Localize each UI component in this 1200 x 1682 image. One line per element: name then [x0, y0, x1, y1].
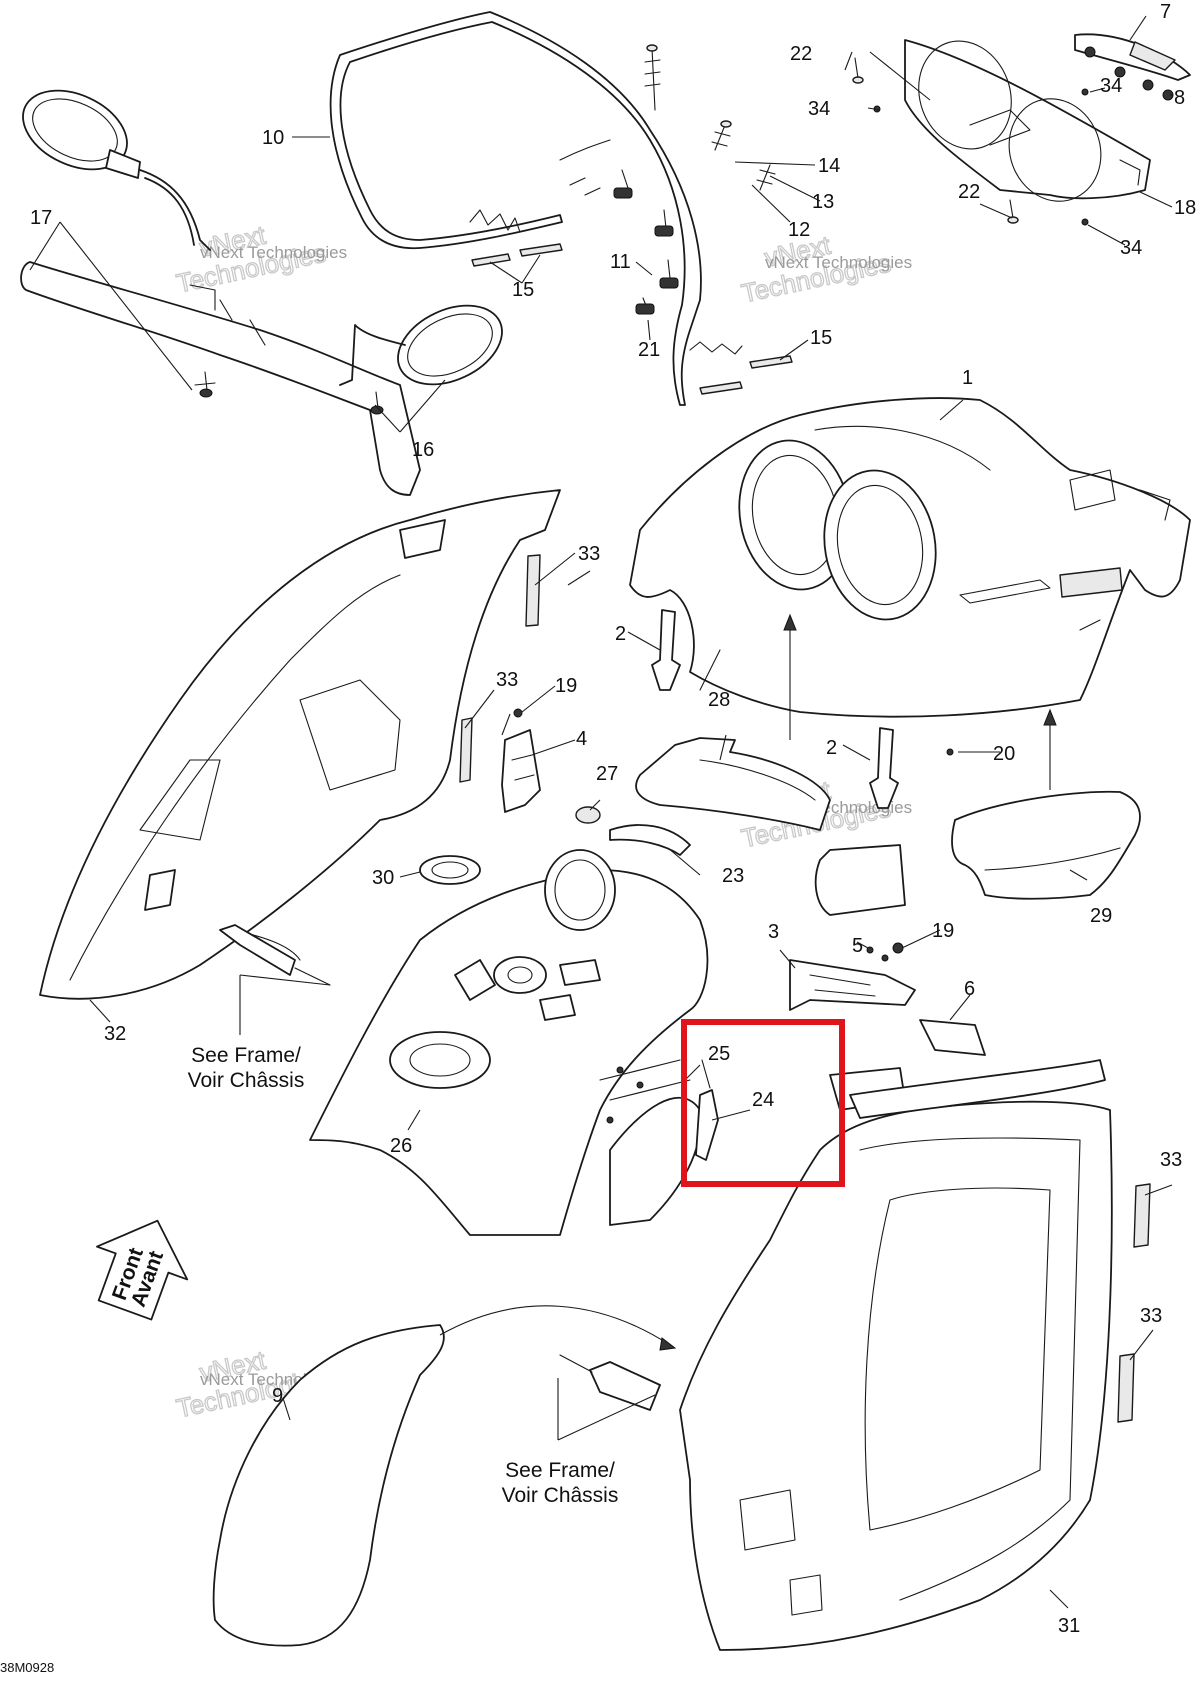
part-upper-fairing: [629, 397, 1191, 718]
callout-label-27: 27: [596, 763, 618, 785]
callout-label-18: 18: [1174, 197, 1196, 219]
part-32-left-panel: [39, 489, 561, 1000]
callout-label-5: 5: [852, 935, 863, 957]
callout-label-3: 3: [768, 921, 779, 943]
part-27-cap: [575, 806, 601, 824]
callout-label-20: 20: [993, 743, 1015, 765]
callout-label-8: 8: [1174, 87, 1185, 109]
callout-label-33: 33: [1160, 1149, 1182, 1171]
frame-bolt-right: [559, 1354, 661, 1411]
part-23-trim: [609, 824, 691, 856]
callout-label-17: 17: [30, 207, 52, 229]
callout-label-7: 7: [1160, 1, 1171, 23]
callout-label-14: 14: [818, 155, 840, 177]
callout-label-2: 2: [826, 737, 837, 759]
callout-label-26: 26: [390, 1135, 412, 1157]
callout-label-32: 32: [104, 1023, 126, 1045]
callout-label-34: 34: [808, 98, 830, 120]
watermark-small-text: vNext Technologies: [765, 253, 912, 272]
callout-label-33: 33: [496, 669, 518, 691]
callout-label-34: 34: [1120, 237, 1142, 259]
highlight-box: [681, 1019, 845, 1187]
part-15-clips-top: [471, 243, 563, 267]
windshield-fasteners: [471, 44, 793, 395]
callout-label-15: 15: [810, 327, 832, 349]
leader-lines: [29, 15, 1173, 1609]
callout-label-29: 29: [1090, 905, 1112, 927]
callout-label-34: 34: [1100, 75, 1122, 97]
callout-label-23: 23: [722, 865, 744, 887]
callout-label-33: 33: [1140, 1305, 1162, 1327]
see-frame-note: See Frame/: [505, 1459, 615, 1482]
callout-label-16: 16: [412, 439, 434, 461]
part-handlebar-mirrors: [20, 89, 503, 496]
see-frame-note: See Frame/: [191, 1044, 301, 1067]
callout-label-21: 21: [638, 339, 660, 361]
part-28-pad: [635, 737, 906, 916]
callout-label-1: 1: [962, 367, 973, 389]
bracket-4: [501, 708, 541, 813]
part-2-clips: [651, 609, 899, 809]
part-26-console: [309, 849, 709, 1236]
bracket-3-6: [789, 748, 986, 1056]
callout-label-13: 13: [812, 191, 834, 213]
part-15-clips-bottom: [699, 355, 793, 395]
part-windshield: [329, 11, 743, 406]
see-frame-note: Voir Châssis: [188, 1069, 305, 1092]
part-31-right-panel: [679, 1059, 1151, 1651]
part-24-25: [695, 1059, 719, 1161]
callout-label-22: 22: [790, 43, 812, 65]
part-29-pad: [951, 790, 1141, 900]
callout-label-11: 11: [610, 251, 631, 273]
callout-label-28: 28: [708, 689, 730, 711]
callout-label-10: 10: [262, 127, 284, 149]
part-gauge-bezel: [852, 33, 1191, 226]
drawing-code: 38M0928: [0, 1660, 54, 1675]
callout-label-4: 4: [576, 728, 587, 750]
callout-label-12: 12: [788, 219, 810, 241]
callout-label-9: 9: [272, 1385, 283, 1407]
front-direction-arrow: Front Avant: [96, 1219, 189, 1321]
callout-label-33: 33: [578, 543, 600, 565]
callout-label-22: 22: [958, 181, 980, 203]
callout-label-15: 15: [512, 279, 534, 301]
callout-label-31: 31: [1058, 1615, 1080, 1637]
callout-labels: 1 2 2 3 4 5 6 7 8 9 10 11 12 13 14 15 15…: [30, 1, 1196, 1637]
see-frame-notes: See Frame/ Voir Châssis See Frame/ Voir …: [188, 1044, 619, 1507]
callout-label-24: 24: [752, 1089, 774, 1111]
watermark-small-text: vNext Technologies: [200, 243, 347, 262]
assembly-arrows: [439, 613, 1057, 1351]
callout-label-19: 19: [555, 675, 577, 697]
callout-label-19: 19: [932, 920, 954, 942]
part-30-grommet: [419, 855, 481, 885]
callout-label-25: 25: [708, 1043, 730, 1065]
callout-label-2: 2: [615, 623, 626, 645]
part-9-footrest: [212, 1324, 445, 1647]
callout-label-6: 6: [964, 978, 975, 1000]
frame-bolt-left: [219, 924, 331, 986]
callout-label-30: 30: [372, 867, 394, 889]
see-frame-note: Voir Châssis: [502, 1484, 619, 1507]
